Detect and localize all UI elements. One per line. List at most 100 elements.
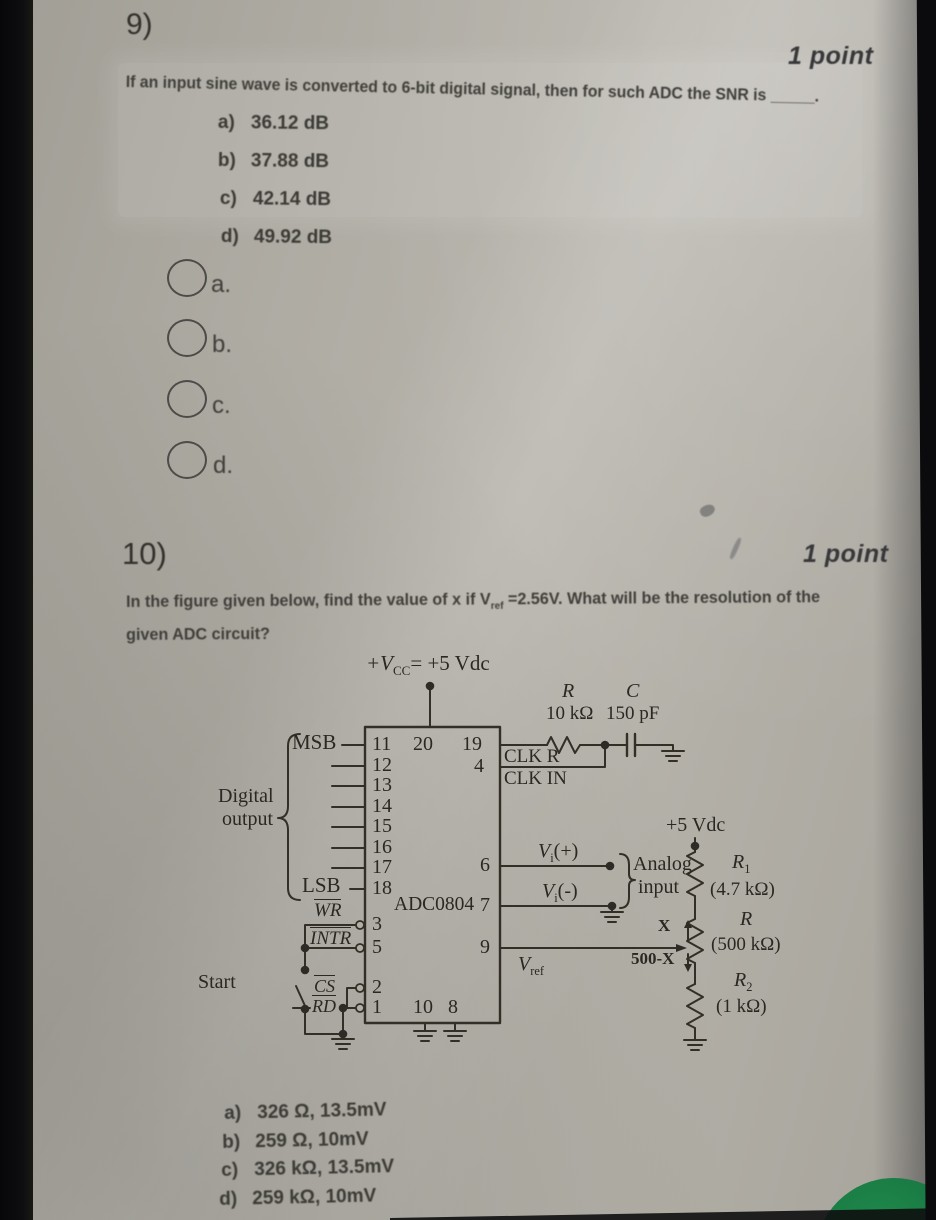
radio-label-b: b. [212,331,233,358]
label-pin-8: 8 [448,996,458,1018]
q10-option-d-value: 259 kΩ, 10mV [251,1185,377,1210]
resistor-r-zigzag [546,736,581,754]
r1-sub: 1 [744,862,751,876]
adc-circuit-figure: +VCC= +5 Vdc 11 12 13 14 15 16 17 18 20 … [110,648,850,1068]
label-c-value: 150 pF [606,703,660,724]
q9-option-b: b)37.88 dB [218,150,329,173]
left-bezel [0,0,33,1220]
label-pin-12: 12 [372,754,392,776]
r1-r: R [732,851,745,873]
vi-plus-post: (+) [553,840,579,862]
radio-label-a: a. [211,271,232,298]
label-vcc: +VCC= +5 Vdc [366,652,490,678]
q10-option-b-value: 259 Ω, 10mV [254,1128,369,1153]
q10-option-d: d) 259 kΩ, 10mV [219,1185,377,1211]
vcc-post: = +5 Vdc [410,651,490,675]
resistor-r2-zigzag [686,983,704,1029]
label-pin-9: 9 [480,936,490,958]
label-start: Start [198,971,236,993]
ground-pin10 [413,1030,437,1042]
label-pin-11: 11 [372,733,392,755]
q9-option-c: c) 42.14 dB [220,188,331,211]
label-pin-14: 14 [372,795,392,817]
label-pin-6: 6 [480,854,490,876]
label-pin-19: 19 [462,733,482,755]
q9-points-badge: 1 point [788,42,874,70]
q9-number: 9) [126,8,153,41]
q9-highlight-panel [118,63,862,217]
q9-option-c-key: c) [219,188,237,210]
circuit-wires [277,681,707,1051]
vcc-sub: CC [393,663,411,679]
label-r1-value: (4.7 kΩ) [710,879,775,900]
q10-option-c: c) 326 kΩ, 13.5mV [221,1156,394,1182]
label-r-value: 10 kΩ [546,703,594,724]
analog-brace [619,853,636,909]
label-digital-output-1: Digital [218,785,274,807]
label-pin-16: 16 [372,836,392,858]
radio-button-b[interactable] [167,319,207,357]
ground-cap [661,750,685,762]
radio-button-d[interactable] [167,441,207,479]
left-pin-stubs [331,744,366,890]
label-vi-minus: Vi(-) [542,881,578,905]
label-r1-name: R1 [732,852,750,876]
label-pin-13: 13 [372,774,392,796]
q9-option-a: a) 36.12 dB [218,112,329,135]
q10-option-b-key: b) [222,1131,241,1153]
q9-option-a-value: 36.12 dB [250,112,330,135]
label-intr-bar: INTR [310,927,352,949]
vi-minus-v: V [542,880,555,902]
r2-r: R [734,969,747,991]
q10-q-post: =2.56V. What will be the resolution of t… [503,587,821,609]
label-digital-output-2: output [222,808,274,830]
label-plus5vdc: +5 Vdc [666,814,726,836]
q9-option-c-value: 42.14 dB [252,188,332,211]
radio-button-a[interactable] [167,259,207,297]
r2-sub: 2 [746,980,753,994]
q9-option-d-key: d) [220,226,239,248]
resistor-r1-zigzag [686,851,704,897]
q10-option-a-key: a) [224,1102,242,1124]
ground-pin8 [443,1030,467,1042]
label-pin-20: 20 [413,733,433,755]
junction-dots [300,681,700,1039]
label-pin-5: 5 [372,936,382,958]
label-rd-bar: RD [312,995,336,1016]
q9-option-b-value: 37.88 dB [250,150,330,173]
label-r2-name: R2 [734,970,752,994]
label-r-name: R [562,680,575,702]
ground-r2 [683,1039,707,1051]
q9-option-a-key: a) [217,112,235,134]
q10-option-c-value: 326 kΩ, 13.5mV [253,1156,395,1181]
radio-button-c[interactable] [167,380,207,418]
radio-label-d: d. [213,452,234,479]
bottom-dark-edge [390,1208,936,1220]
q10-option-b: b) 259 Ω, 10mV [222,1129,369,1154]
label-c-name: C [626,680,640,702]
label-x: X [658,916,671,935]
q10-option-d-key: d) [219,1188,238,1210]
vref-sub: ref [530,964,544,978]
bottom-pin-stubs [424,1022,456,1032]
label-analog-1: Analog [633,853,692,875]
q9-option-d: d)49.92 dB [221,226,332,249]
q10-option-c-key: c) [221,1159,239,1181]
label-pin-2: 2 [372,976,382,998]
ground-vi-minus [600,911,624,923]
vref-v: V [518,953,531,975]
q10-question-line2: given ADC circuit? [126,623,271,644]
label-clk-in: CLK IN [504,768,567,789]
label-pin-7: 7 [480,894,490,916]
wiper-arrowhead [676,944,687,952]
q10-q-pre: In the figure given below, find the valu… [126,589,491,611]
q10-option-a: a)326 Ω, 13.5mV [224,1099,387,1125]
clock-wires [499,744,674,768]
x-arrowhead-down [684,964,692,972]
label-pin-15: 15 [372,815,392,837]
label-pin-10: 10 [413,996,433,1018]
label-pin-4: 4 [474,755,484,777]
vi-plus-sub: i [550,851,554,865]
digital-output-brace [277,733,301,901]
